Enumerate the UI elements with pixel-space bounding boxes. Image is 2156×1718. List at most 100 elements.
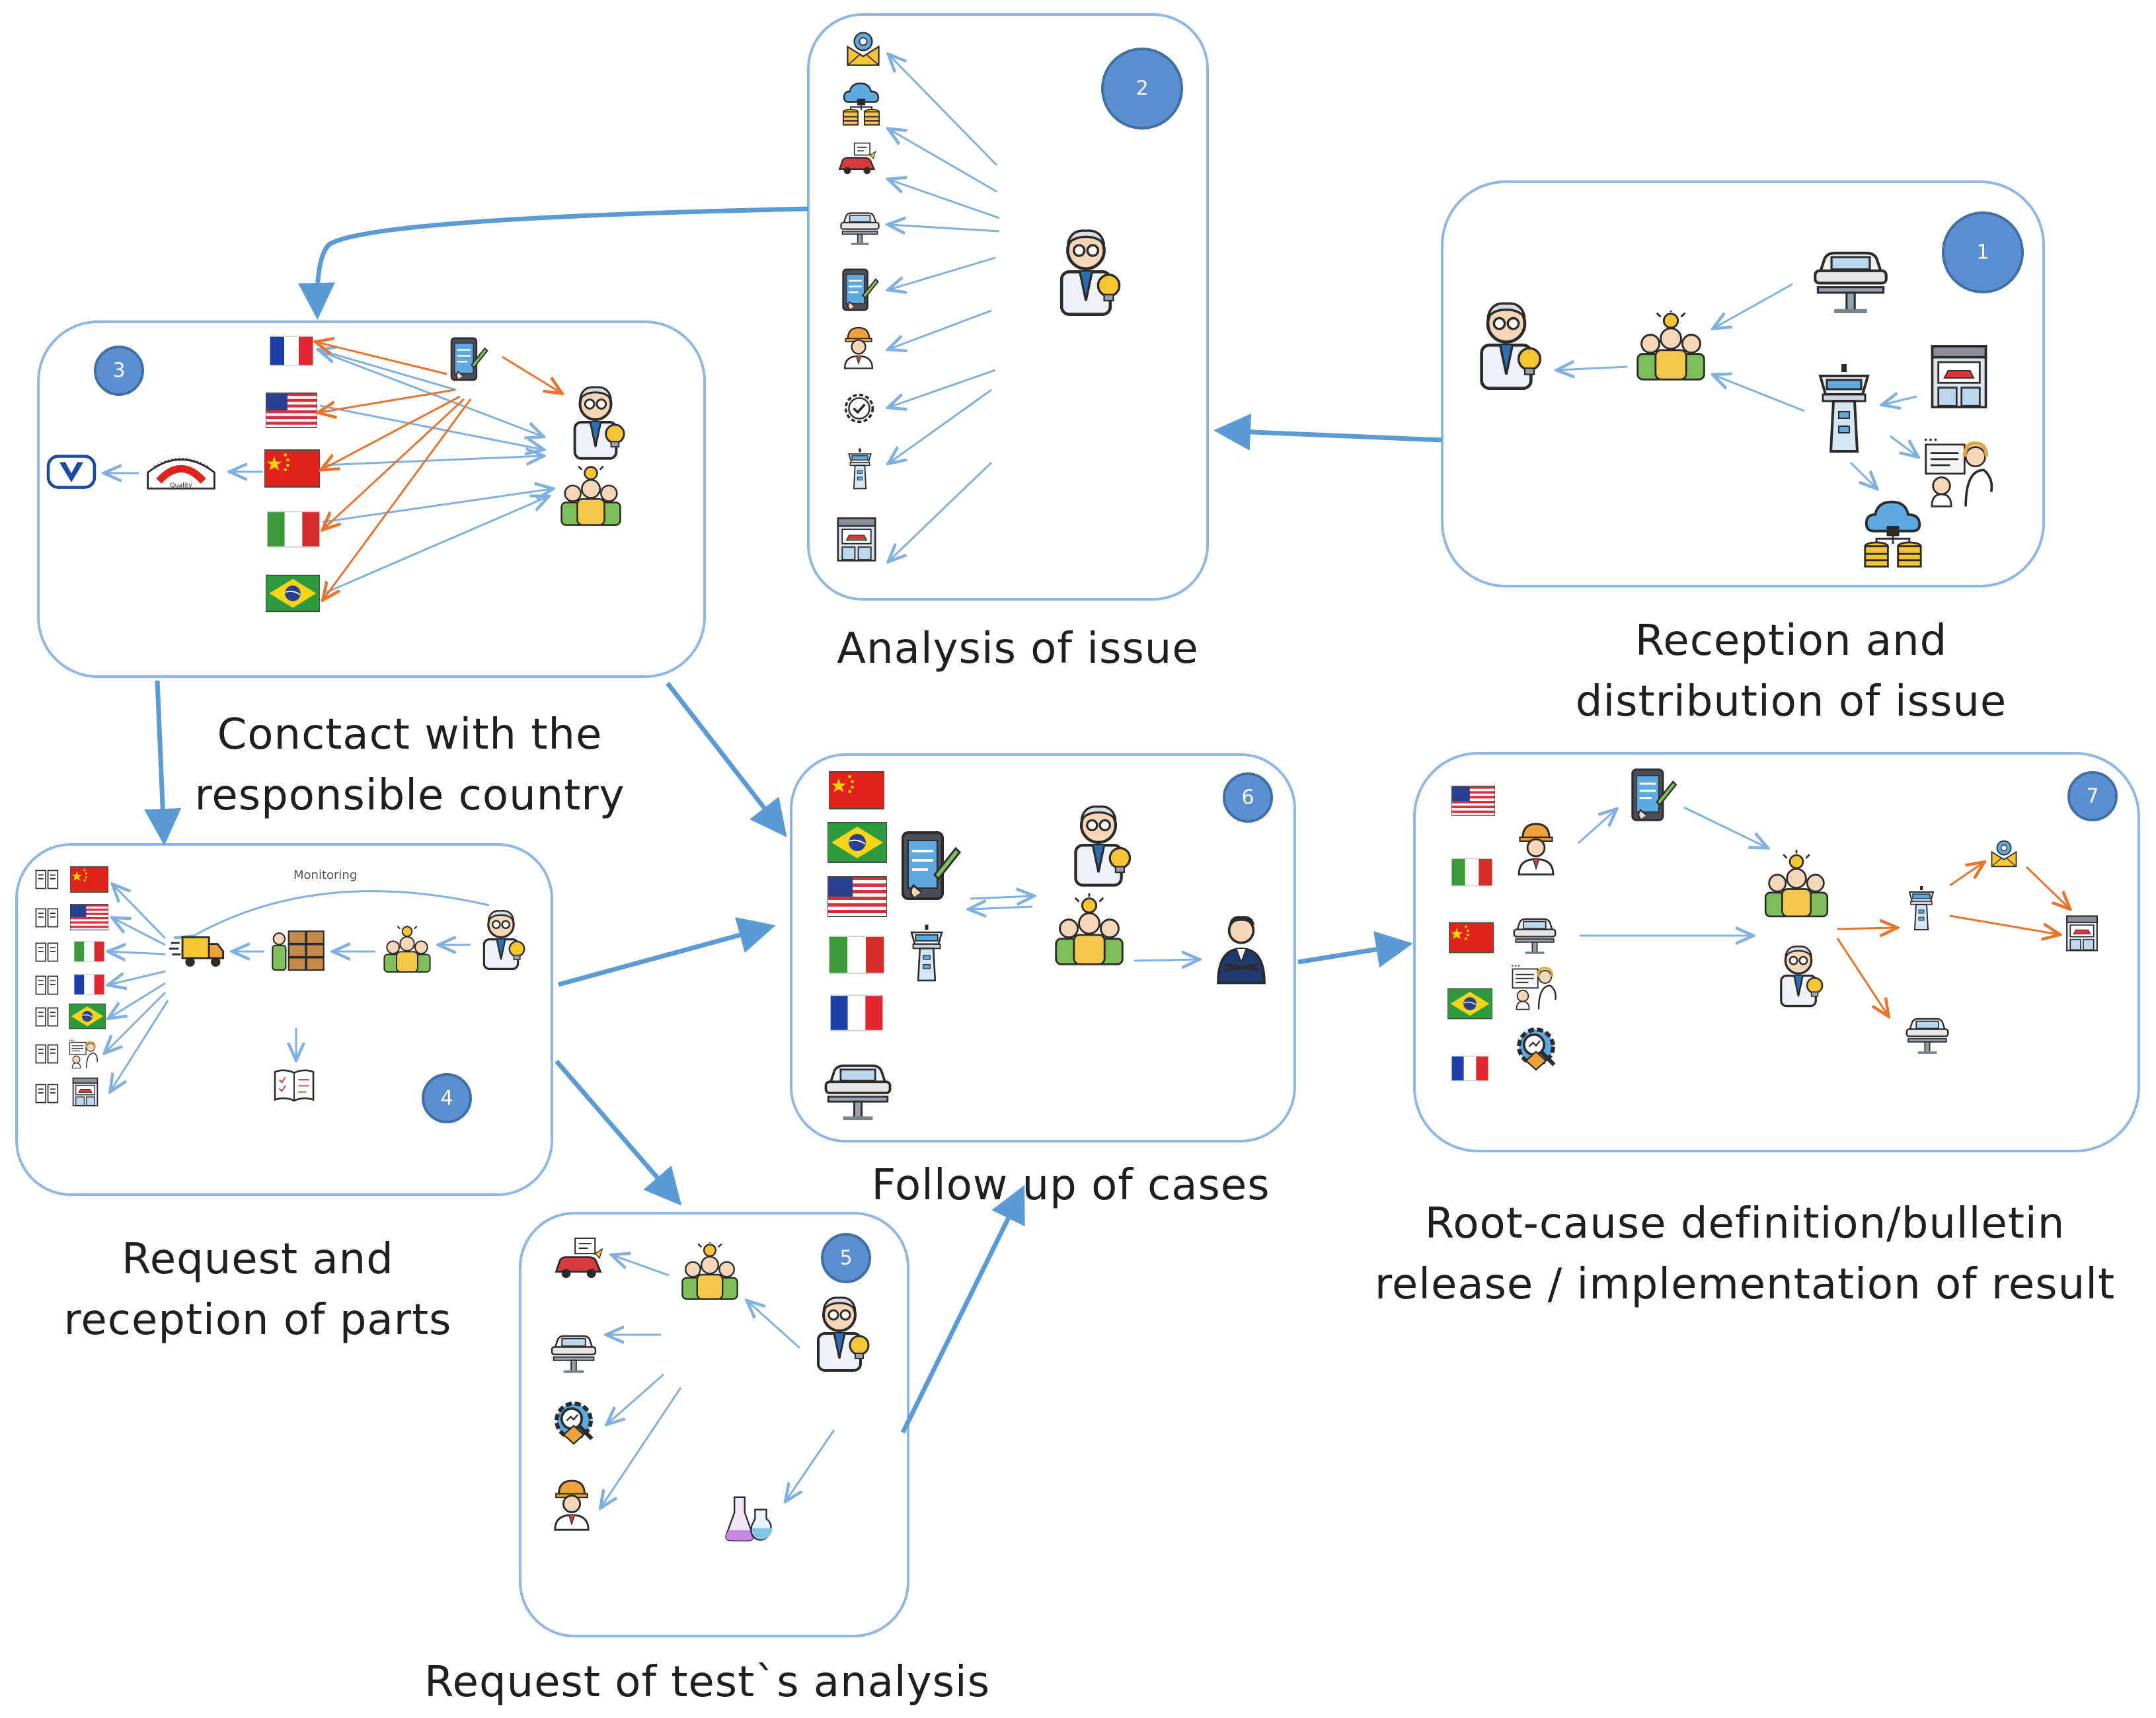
caption-step-1-line-2: distribution of issue: [1575, 677, 2007, 726]
caption-step-1-line-1: Reception and: [1635, 616, 1948, 665]
badge-step-6: [1223, 772, 1273, 823]
email-pin-icon: [847, 32, 880, 66]
spare-parts-icon: [35, 942, 59, 962]
dealership-store-icon: [837, 517, 876, 562]
car-on-lift-icon: [840, 212, 880, 246]
flag-china-icon: [1449, 922, 1494, 953]
caption-step-3-line-2: responsible country: [194, 771, 625, 820]
connector-2-to-3: [297, 206, 809, 320]
worker-helmet-icon: [554, 1479, 590, 1531]
caption-step-5: Request of test`s analysis: [370, 1652, 1044, 1713]
flag-china-icon: [829, 771, 884, 809]
flag-italy-icon: [1451, 858, 1492, 887]
dealership-store-icon: [2066, 915, 2098, 952]
email-pin-icon: [1991, 840, 2017, 868]
flag-brazil-icon: [828, 821, 887, 864]
connector-3-to-6: [666, 681, 787, 838]
badge-step-2-label: 2: [1136, 77, 1148, 100]
engineer-with-lightbulb-icon: [482, 909, 525, 971]
step-7-content: 7: [1447, 768, 2118, 1082]
tablet-checklist-icon: [1631, 768, 1677, 821]
step-1-content: 1: [1482, 211, 2024, 568]
team-with-idea-icon: [1055, 893, 1124, 965]
caption-step-2-line-1: Analysis of issue: [837, 624, 1199, 673]
flag-brazil-icon: [1447, 988, 1492, 1020]
engineer-with-lightbulb-icon: [1780, 945, 1824, 1008]
brand-logo-icon: [48, 456, 95, 487]
step-6-content: 6: [824, 771, 1273, 1122]
engineer-with-lightbulb-icon: [1075, 807, 1130, 885]
flag-france-icon: [1451, 1055, 1488, 1082]
flag-brazil-icon: [266, 574, 320, 613]
caption-step-2: Analysis of issue: [793, 618, 1243, 679]
step-4-content: Monitoring: [35, 866, 525, 1123]
spare-parts-icon: [35, 1007, 59, 1027]
badge-step-1-label: 1: [1976, 241, 1989, 264]
car-on-lift-icon: [1815, 253, 1886, 313]
flag-italy-icon: [829, 935, 884, 975]
step-3-content: 3: [48, 336, 626, 613]
tablet-checklist-icon: [450, 337, 488, 381]
badge-step-2: [1101, 48, 1183, 130]
connector-6-to-7: [1297, 931, 1413, 968]
caption-step-7-line-2: release / implementation of result: [1374, 1260, 2116, 1309]
cloud-database-icon: [842, 82, 880, 126]
customer-service-icon: [68, 1039, 98, 1069]
team-with-idea-icon: [560, 465, 621, 526]
dealership-store-icon: [72, 1077, 98, 1107]
connector-1-to-2: [1213, 413, 1443, 451]
team-with-idea-icon: [1636, 311, 1705, 381]
team-with-idea-icon: [1764, 850, 1829, 918]
caption-step-6-line-1: Follow up of cases: [871, 1161, 1270, 1210]
badge-step-7-label: 7: [2086, 785, 2098, 808]
engineer-with-lightbulb-icon: [573, 385, 626, 460]
car-on-lift-icon: [1906, 1018, 1949, 1055]
flag-usa-icon: [266, 392, 317, 428]
team-with-idea-icon: [681, 1242, 738, 1300]
caption-step-3: Conctact with the responsible country: [126, 704, 694, 826]
connector-4-to-6: [558, 917, 776, 987]
caption-step-4-line-1: Request and: [122, 1235, 394, 1284]
flag-brazil-icon: [69, 1003, 106, 1029]
delivery-truck-icon: [169, 936, 225, 968]
manager-icon: [1218, 916, 1264, 983]
panel-step-2: [807, 13, 1209, 601]
caption-step-4: Request and reception of parts: [26, 1229, 489, 1351]
flag-france-icon: [74, 974, 104, 995]
control-tower-icon: [1908, 885, 1935, 931]
gear-magnifier-icon: [557, 1403, 592, 1444]
badge-step-3-label: 3: [112, 359, 125, 383]
badge-step-5: [821, 1233, 871, 1283]
gear-magnifier-icon: [1519, 1029, 1554, 1070]
flag-france-icon: [830, 994, 883, 1031]
damaged-car-icon: [839, 142, 876, 175]
flag-france-icon: [270, 336, 313, 366]
flag-italy-icon: [74, 940, 104, 963]
damaged-car-icon: [555, 1237, 604, 1279]
gear-certificate-icon: [844, 393, 874, 424]
tablet-checklist-icon: [842, 268, 879, 311]
manual-book-icon: [274, 1069, 315, 1102]
caption-step-6: Follow up of cases: [826, 1155, 1315, 1216]
caption-step-5-line-1: Request of test`s analysis: [424, 1658, 991, 1707]
car-on-lift-icon: [824, 1064, 892, 1122]
flag-italy-icon: [267, 511, 320, 548]
panel-step-6: [790, 753, 1296, 1142]
worker-helmet-icon: [843, 326, 874, 369]
flag-usa-icon: [828, 876, 887, 918]
tablet-checklist-icon: [902, 831, 961, 900]
panel-step-3: [37, 320, 706, 678]
main-connectors: [144, 206, 1443, 1434]
step-2-content: 2: [837, 32, 1183, 562]
panel-step-1: [1441, 180, 2045, 587]
worker-helmet-icon: [1518, 823, 1555, 876]
badge-step-5-label: 5: [839, 1247, 852, 1270]
monitoring-label: Monitoring: [293, 868, 357, 882]
spare-parts-icon: [35, 975, 59, 995]
engineer-with-lightbulb-icon: [1482, 303, 1541, 389]
flag-usa-icon: [70, 903, 108, 931]
panel-step-4: [15, 843, 553, 1196]
engineer-with-lightbulb-icon: [1061, 231, 1119, 315]
